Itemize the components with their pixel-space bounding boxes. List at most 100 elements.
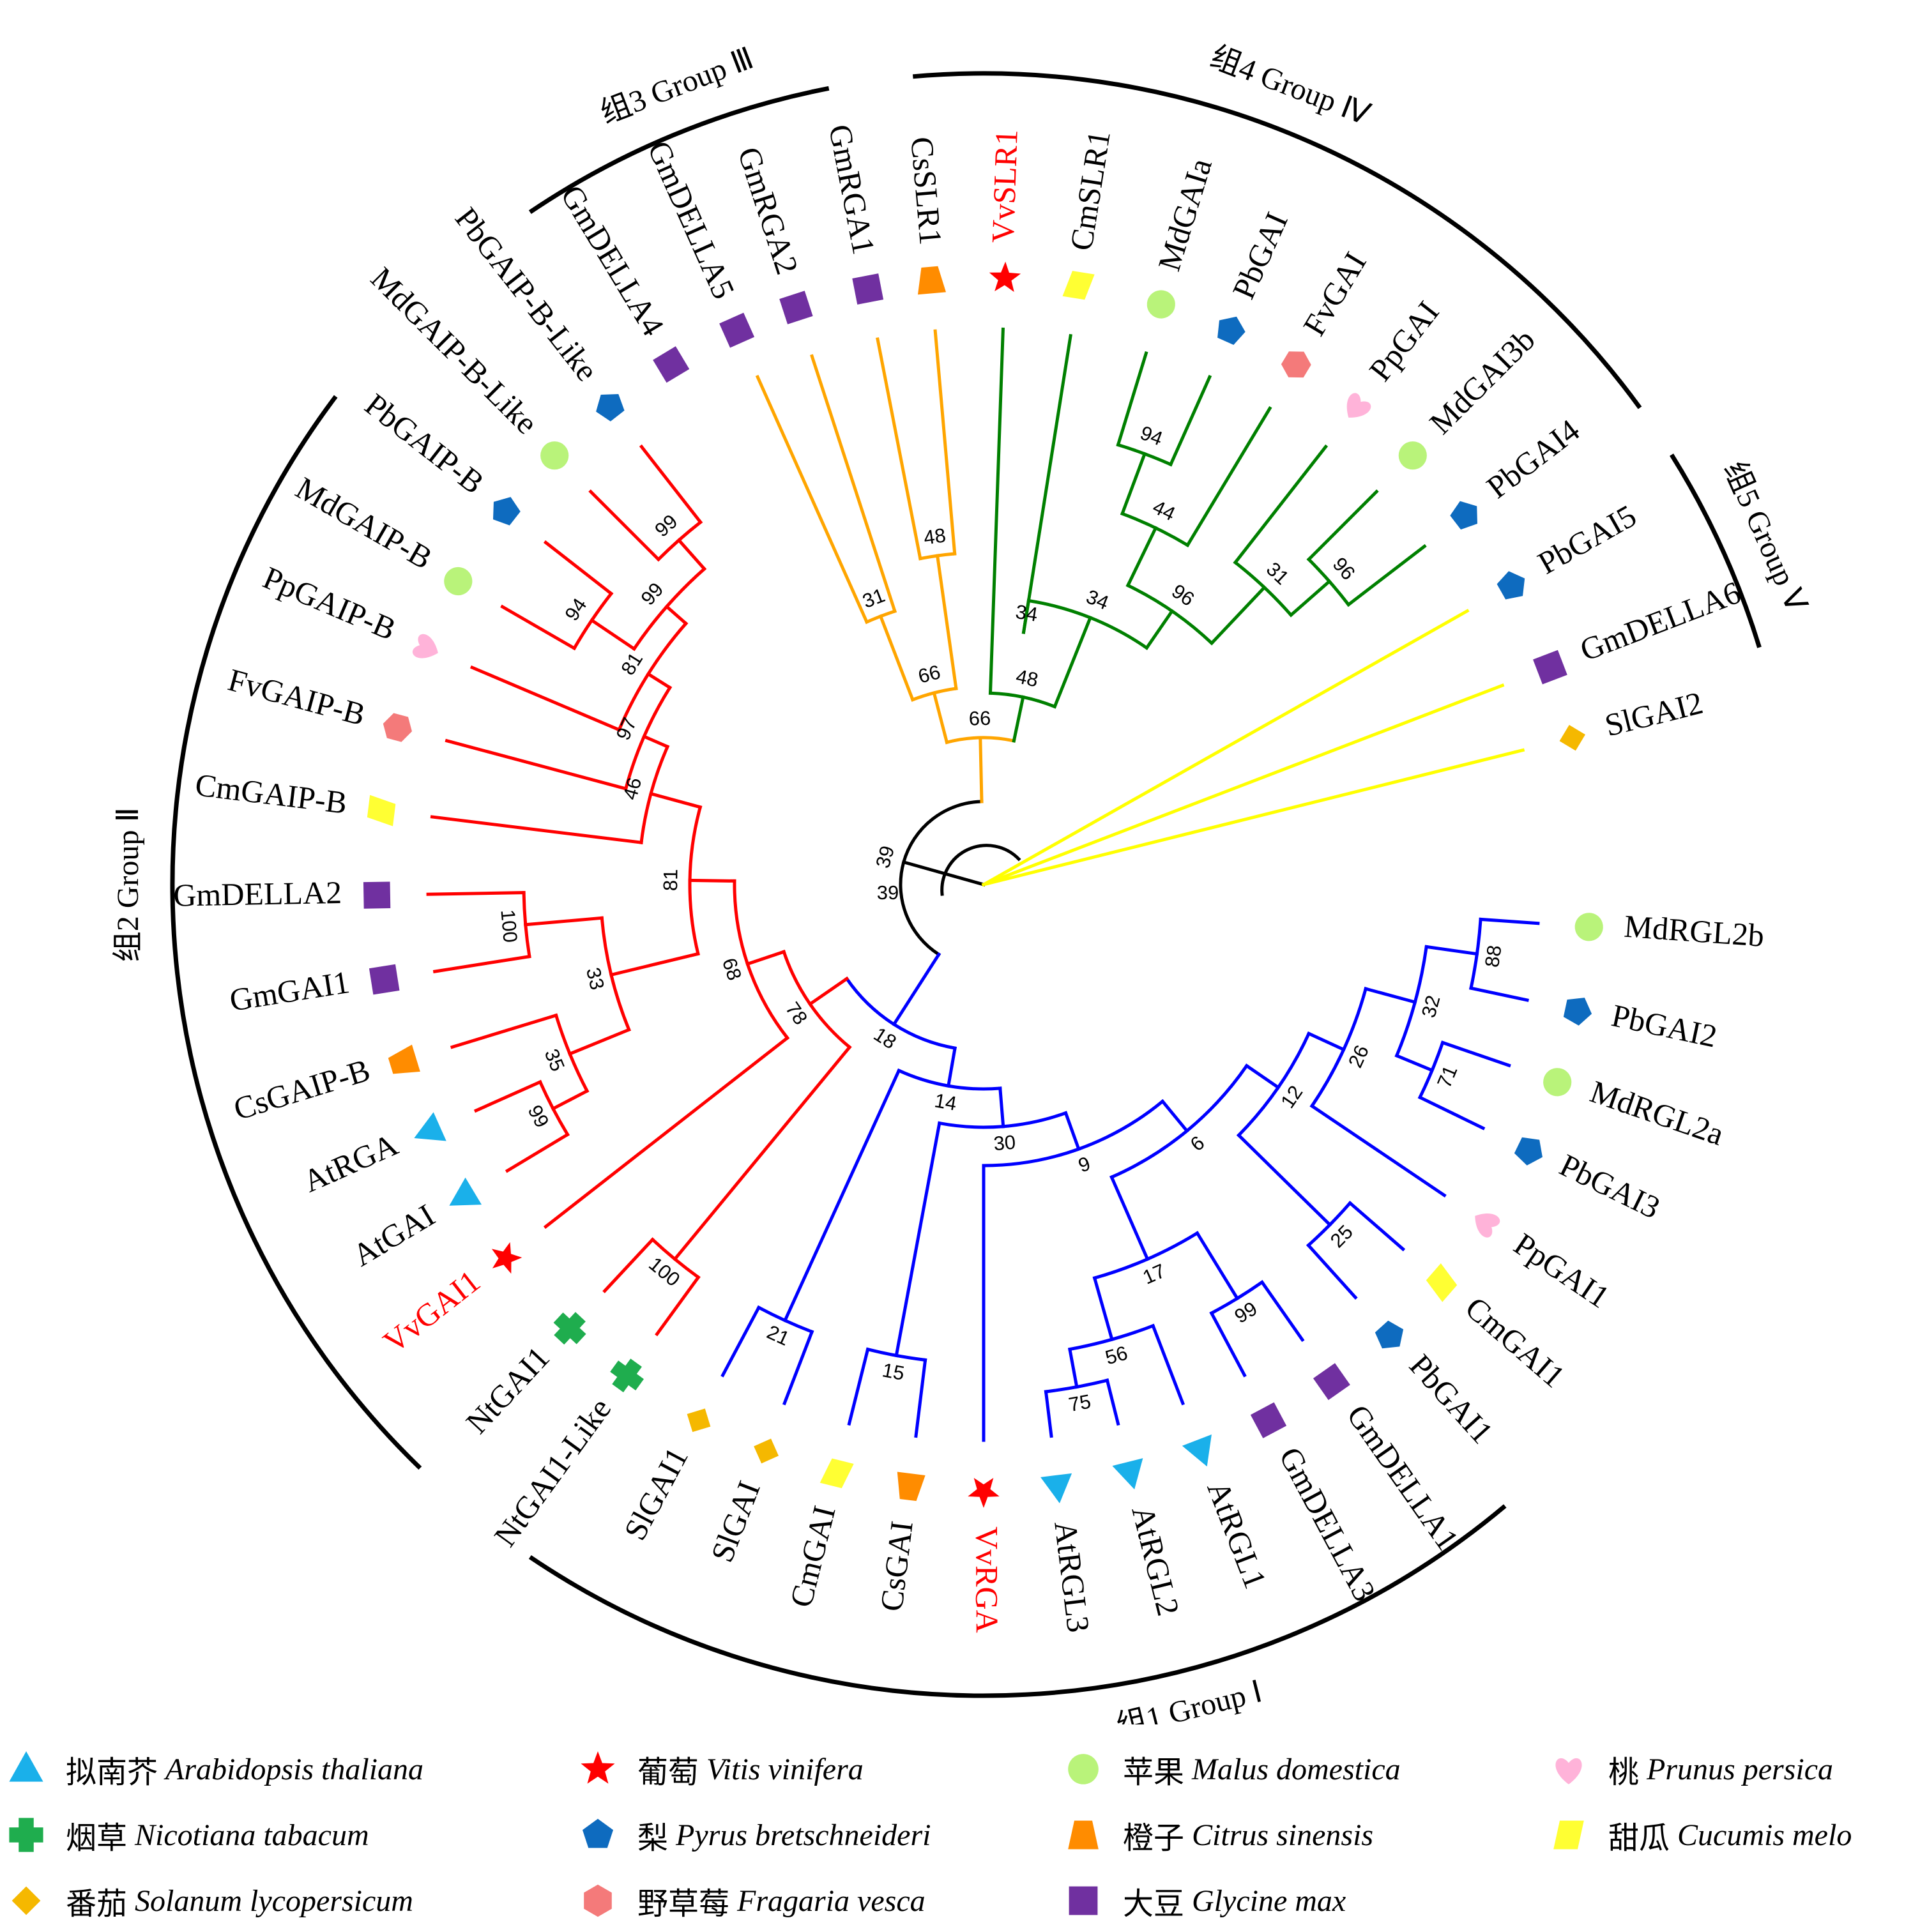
branch (1394, 1053, 1435, 1073)
branch (894, 1121, 941, 1358)
bootstrap-value: 48 (1014, 665, 1040, 691)
leaf-label: SlGAI2 (1601, 685, 1707, 743)
branch (642, 734, 670, 749)
branch-arc (617, 621, 689, 732)
leaf-label: PpGAIP-B (258, 559, 401, 647)
branch-arc (1469, 917, 1482, 991)
legend-common-name: 梨 (637, 1822, 669, 1855)
leaf-label: GmDELLA1 (1340, 1398, 1466, 1556)
leaf-label: MdGAIP-B (290, 469, 439, 576)
circle-icon (1398, 441, 1427, 470)
square-icon (369, 964, 400, 995)
leaf-label: GmRGA2 (731, 142, 806, 278)
branch (649, 791, 703, 809)
species-markers (363, 261, 1603, 1508)
branch (1244, 1063, 1281, 1090)
branch (473, 1079, 543, 1113)
triangle-icon (414, 1112, 446, 1141)
branch (505, 1132, 570, 1173)
leaf-label: AtRGA (298, 1126, 403, 1199)
branch-arc (538, 1079, 570, 1137)
leaf-label: MdGAIa (1151, 154, 1219, 275)
branch-arc (650, 1237, 701, 1280)
cross-icon (553, 1312, 586, 1345)
branch (988, 327, 1005, 695)
branch (981, 748, 1525, 887)
branch (688, 878, 736, 883)
pentagon-icon (1217, 316, 1246, 345)
leaf-label: FvGAI (1296, 246, 1373, 342)
group-label: 组3 Group Ⅲ (596, 42, 758, 131)
leaf-label: CsGAI (873, 1519, 920, 1613)
branch (543, 1035, 790, 1229)
bootstrap-value: 15 (880, 1358, 906, 1385)
branch-arc (945, 736, 1016, 745)
tree-branches (426, 327, 1540, 1442)
square-icon (653, 346, 690, 383)
group-arc (170, 395, 422, 1470)
bootstrap-value: 56 (1103, 1341, 1131, 1369)
branch (664, 604, 689, 626)
branch (1309, 1104, 1447, 1198)
root-arc (940, 844, 1021, 896)
bootstrap-value: 75 (1067, 1390, 1092, 1416)
leaf-label: GmDELLA5 (641, 135, 742, 304)
branch-arc (756, 1305, 814, 1334)
leaf-label: CsSLR1 (904, 135, 949, 247)
bootstrap-value: 48 (922, 524, 947, 549)
branch (979, 736, 984, 803)
legend-common-name: 苹果 (1123, 1756, 1185, 1790)
bootstrap-value: 44 (1149, 496, 1178, 526)
triangle-icon (9, 1751, 43, 1782)
legend-common-name: 拟南芥 (66, 1756, 158, 1790)
branch-arc (899, 800, 984, 957)
branch (426, 891, 526, 896)
circle-icon (1147, 290, 1175, 319)
branch (782, 1329, 814, 1406)
branch (807, 976, 850, 1007)
branch-arc (1309, 987, 1368, 1109)
branch (1144, 609, 1175, 650)
bootstrap-value: 81 (659, 869, 682, 891)
branch (1125, 526, 1158, 588)
square-icon (1069, 1886, 1098, 1915)
branch (932, 690, 949, 745)
legend-scientific-name: Vitis vinifera (706, 1752, 864, 1786)
branch (588, 489, 661, 562)
cross-icon (9, 1818, 43, 1852)
leaf-label: AtGAI (346, 1197, 441, 1274)
bootstrap-value: 66 (916, 660, 943, 688)
branch (1168, 374, 1212, 467)
triangle-icon (1040, 1473, 1072, 1503)
hexagon-icon (584, 1884, 612, 1917)
group-arc (528, 1504, 1507, 1698)
square-icon (779, 291, 813, 324)
group-arcs (170, 71, 1762, 1698)
triangle-icon (9, 1751, 43, 1782)
leaf-label: AtRGL2 (1125, 1502, 1187, 1619)
branch (878, 614, 915, 702)
leaf-label: PbGAI3 (1554, 1146, 1665, 1225)
legend-scientific-name: Pyrus bretschneideri (676, 1818, 931, 1852)
legend-common-name: 大豆 (1123, 1887, 1185, 1921)
bootstrap-value: 26 (1344, 1042, 1373, 1071)
branch-arc (1233, 560, 1293, 618)
branch (543, 540, 614, 596)
legend-scientific-name: Arabidopsis thaliana (165, 1752, 424, 1786)
leaf-label: PbGAI (1225, 207, 1295, 304)
branch (720, 1305, 761, 1378)
branch (935, 554, 958, 690)
leaf-label: PbGAI1 (1403, 1347, 1500, 1450)
branch (1116, 351, 1148, 447)
branch (892, 952, 941, 1027)
square-icon (1069, 1886, 1098, 1915)
square-icon (1313, 1363, 1350, 1401)
star-icon (581, 1751, 615, 1784)
leaf-label: VvGAI1 (376, 1263, 486, 1360)
